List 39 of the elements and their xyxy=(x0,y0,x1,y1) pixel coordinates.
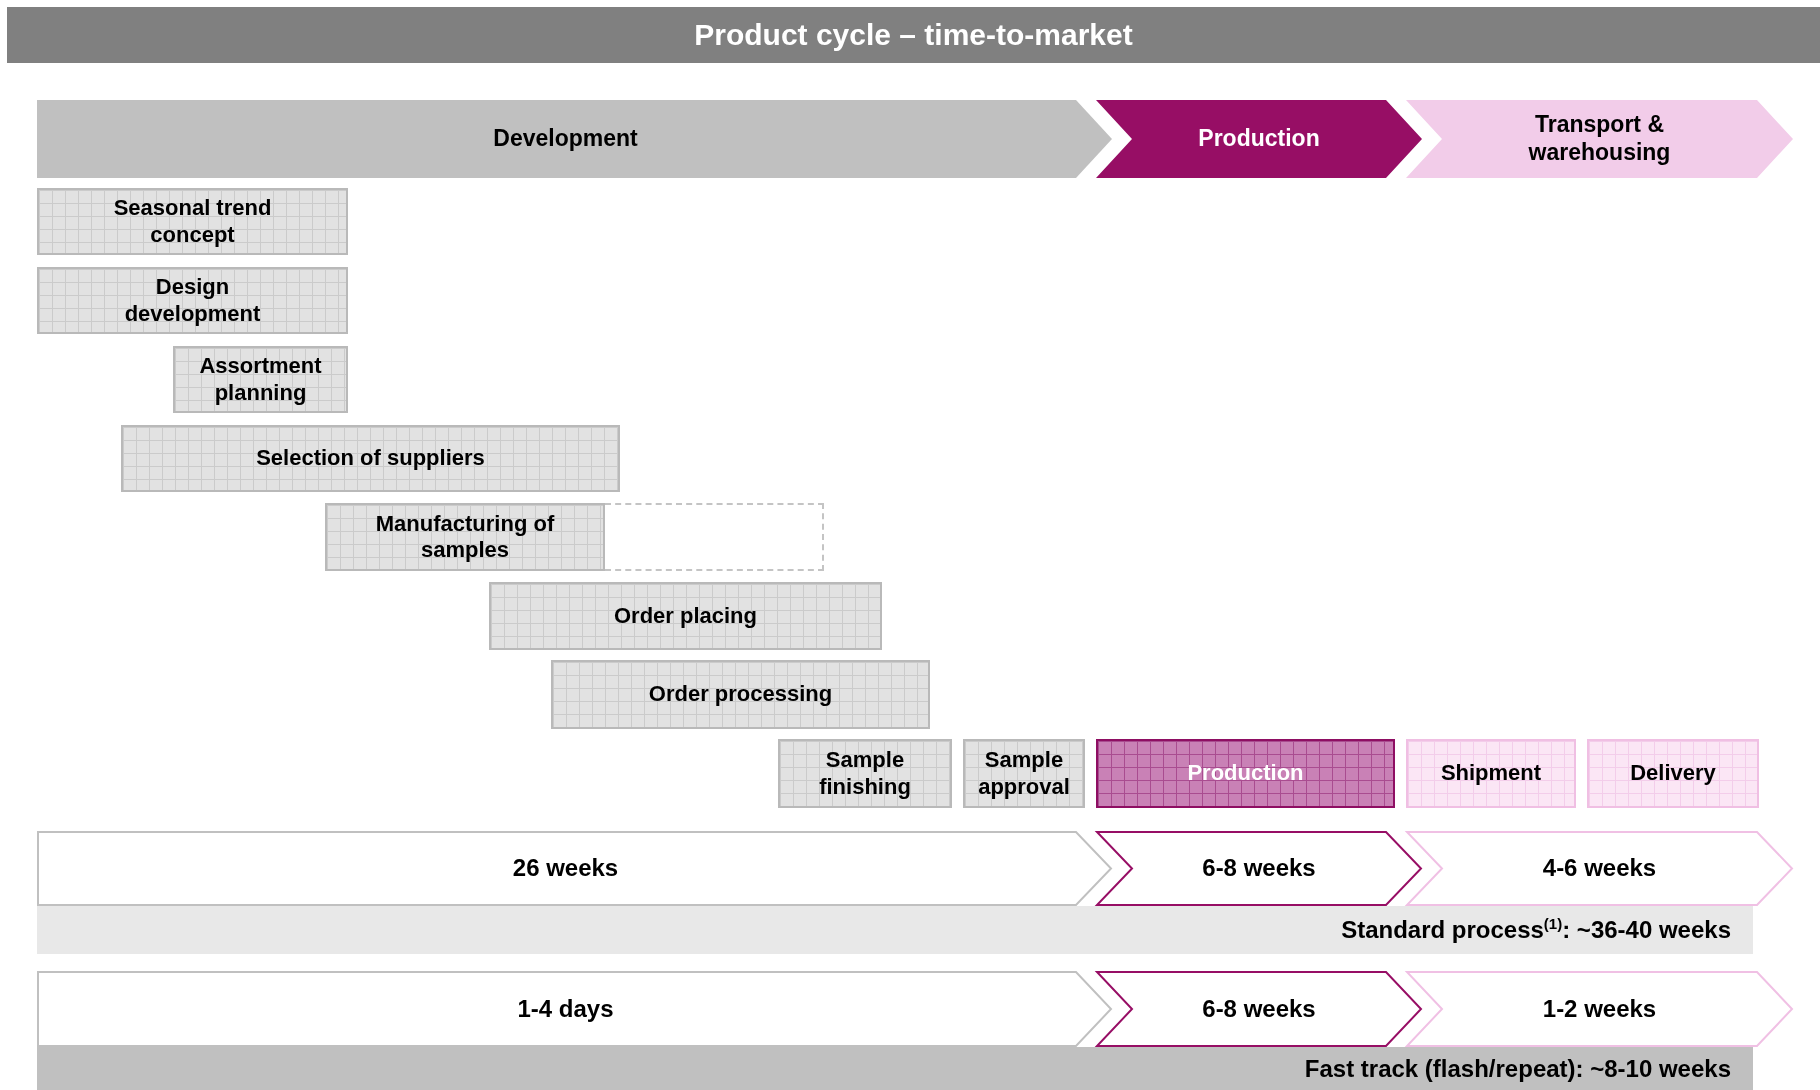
task-bar xyxy=(489,582,882,650)
phase-label: 6-8 weeks xyxy=(1202,854,1316,883)
task-label: Selection of suppliers xyxy=(256,445,485,472)
task-bar xyxy=(551,660,930,729)
phase-label: 1-2 weeks xyxy=(1542,994,1657,1024)
task-label: Order placing xyxy=(613,602,757,630)
task-bar xyxy=(37,267,348,334)
phase-label: Production xyxy=(1198,125,1320,153)
task-label: Seasonal trend concept xyxy=(112,195,273,248)
phase-label: 6-8 weeks xyxy=(1202,994,1316,1024)
task-label: Delivery xyxy=(1630,760,1716,787)
task-bar xyxy=(37,188,348,255)
task-label: Production xyxy=(1187,760,1304,787)
task-label: Order processing xyxy=(648,681,833,708)
phase-label: Transport & warehousing xyxy=(1527,111,1672,167)
task-bar xyxy=(778,739,952,808)
task-label: Assortment planning xyxy=(198,353,323,406)
task-label: Sample finishing xyxy=(818,747,912,800)
task-bar xyxy=(1406,739,1576,808)
phase-label: 1-4 days xyxy=(517,994,614,1024)
task-bar xyxy=(325,503,605,571)
task-bar xyxy=(173,346,348,413)
phase-label: 26 weeks xyxy=(512,854,619,883)
task-label: Design development xyxy=(123,274,262,327)
phase-label: 4-6 weeks xyxy=(1542,854,1657,883)
task-bar xyxy=(1096,739,1395,808)
task-bar xyxy=(963,739,1085,808)
task-bar xyxy=(1587,739,1759,808)
dashed-outline-box xyxy=(605,503,824,571)
task-bar xyxy=(121,425,620,492)
task-label: Sample approval xyxy=(977,747,1071,800)
timeline-band xyxy=(37,906,1753,954)
title: Product cycle – time-to-market xyxy=(694,18,1133,52)
total-duration-label: Standard process$^{(1)}$: ~36-40 weeks xyxy=(1341,914,1731,946)
task-label: Manufacturing of samples xyxy=(374,510,556,564)
total-duration-label: Fast track (flash/repeat): ~8-10 weeks xyxy=(1304,1053,1731,1084)
phase-label: Development xyxy=(493,125,638,153)
timeline-band xyxy=(37,1047,1753,1090)
task-label: Shipment xyxy=(1440,760,1542,787)
